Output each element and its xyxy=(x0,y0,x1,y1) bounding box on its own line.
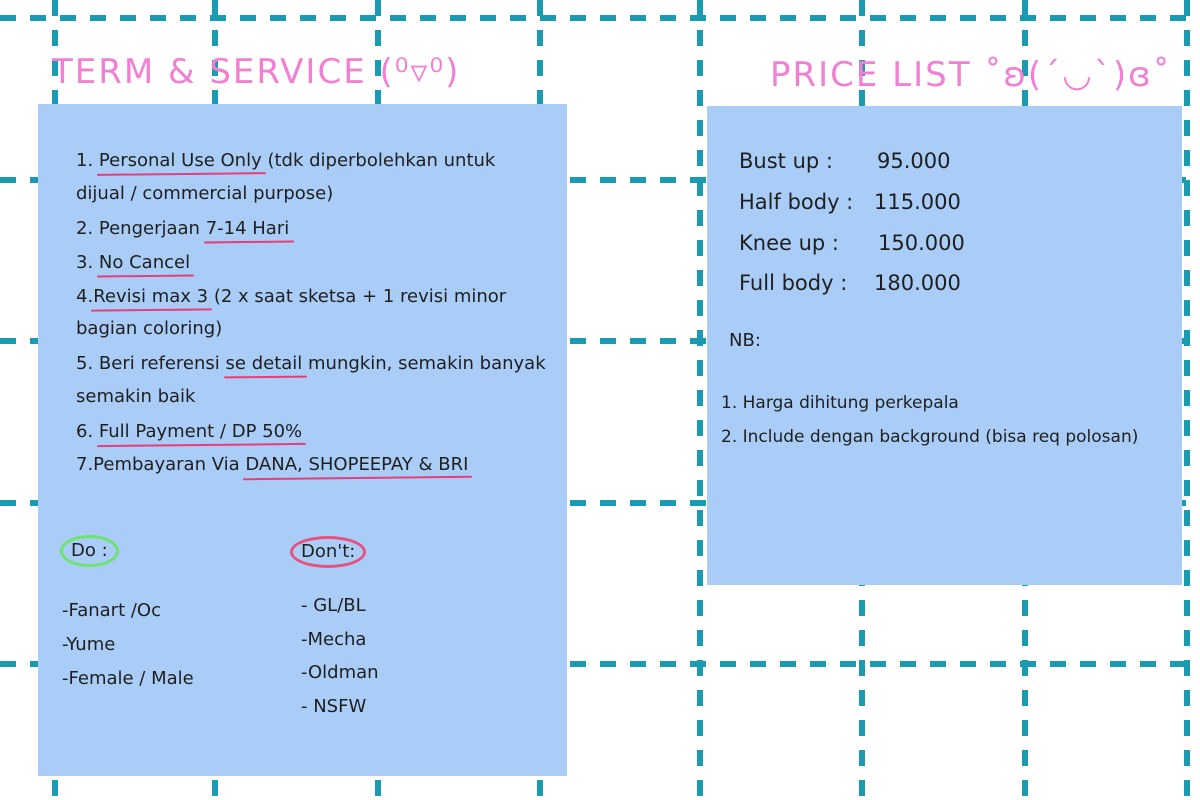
underlined-text: DANA, SHOPEEPAY & BRI xyxy=(245,454,469,475)
underlined-text: Full Payment / DP 50% xyxy=(98,421,303,442)
dont-item: -Mecha xyxy=(301,629,367,650)
underlined-text: se detail xyxy=(225,353,303,374)
price-value: 150.000 xyxy=(878,231,965,255)
note-item: 1. Harga dihitung perkepala xyxy=(721,393,959,413)
price-label: Knee up : xyxy=(739,231,839,255)
price-label: Full body : xyxy=(739,271,848,295)
dont-item: - NSFW xyxy=(301,696,367,717)
rule-line: 6. Full Payment / DP 50% xyxy=(76,421,303,442)
rule-line: semakin baik xyxy=(76,386,196,407)
underlined-text: No Cancel xyxy=(98,252,191,273)
underlined-text: 7-14 Hari xyxy=(205,218,290,239)
do-item: -Yume xyxy=(62,634,116,655)
rule-line: 3. No Cancel xyxy=(76,252,191,273)
price-value: 115.000 xyxy=(874,190,961,214)
dont-item: -Oldman xyxy=(301,662,379,683)
underlined-text: Personal Use Only xyxy=(98,150,262,171)
dont-heading: Don't: xyxy=(290,536,367,568)
nb-label: NB: xyxy=(729,330,761,351)
price-value: 95.000 xyxy=(877,149,951,173)
underlined-text: Revisi max 3 xyxy=(93,286,209,307)
price-label: Bust up : xyxy=(739,149,833,173)
rule-line: 7.Pembayaran Via DANA, SHOPEEPAY & BRI xyxy=(76,454,469,475)
note-item: 2. Include dengan background (bisa req p… xyxy=(721,427,1139,447)
do-heading: Do : xyxy=(60,535,119,567)
rule-line: 1. Personal Use Only (tdk diperbolehkan … xyxy=(76,150,496,171)
do-item: -Fanart /Oc xyxy=(62,600,161,621)
dont-item: - GL/BL xyxy=(301,595,366,616)
price-list-title: PRICE LIST ˚ʚ(´◡`)ɞ˚ xyxy=(770,55,1172,95)
do-item: -Female / Male xyxy=(62,668,194,689)
rule-line: 5. Beri referensi se detail mungkin, sem… xyxy=(76,353,546,374)
terms-title: TERM & SERVICE (⁰▿⁰) xyxy=(52,52,461,92)
rule-line: dijual / commercial purpose) xyxy=(76,183,334,204)
rule-line: 2. Pengerjaan 7-14 Hari xyxy=(76,218,290,239)
rule-line: bagian coloring) xyxy=(76,318,223,339)
price-label: Half body : xyxy=(739,190,854,214)
price-panel xyxy=(707,106,1182,585)
rule-line: 4.Revisi max 3 (2 x saat sketsa + 1 revi… xyxy=(76,286,507,307)
price-value: 180.000 xyxy=(874,271,961,295)
